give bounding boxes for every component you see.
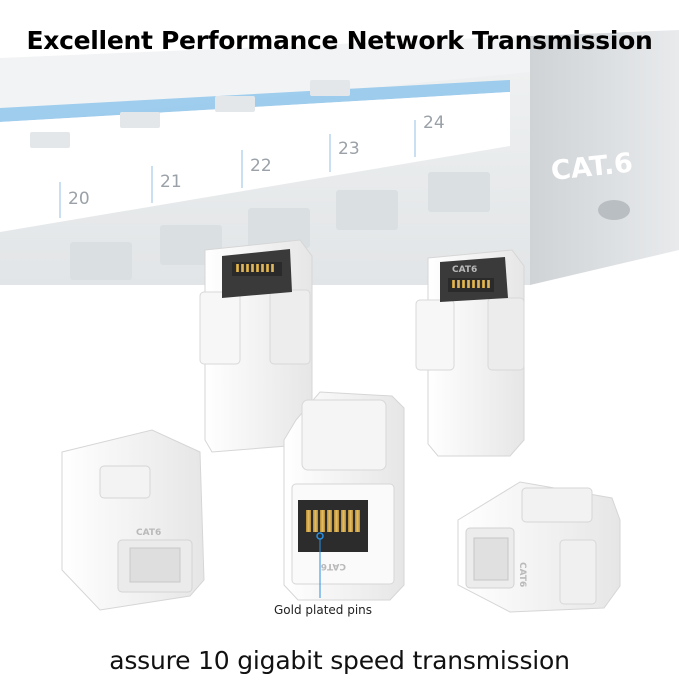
- coupler-4: CAT6: [283, 391, 405, 601]
- headline: Excellent Performance Network Transmissi…: [26, 26, 653, 55]
- gold-plated-pins: [306, 510, 360, 532]
- port-number-20: 20: [68, 189, 90, 209]
- coupler-5: CAT6: [457, 481, 621, 613]
- panel-top-ports: [30, 80, 350, 148]
- coupler-5-label: CAT6: [517, 562, 527, 587]
- port-number-23: 23: [338, 139, 360, 159]
- port-number-24: 24: [423, 113, 445, 133]
- tagline: assure 10 gigabit speed transmission: [109, 646, 570, 675]
- gold-pins-callout: Gold plated pins: [274, 603, 373, 617]
- mounting-hole: [598, 200, 630, 220]
- coupler-1: [199, 239, 313, 453]
- coupler-3-label: CAT6: [136, 528, 161, 538]
- coupler-2: CAT6: [415, 249, 525, 457]
- port-number-21: 21: [160, 172, 182, 192]
- coupler-2-label: CAT6: [452, 265, 477, 275]
- coupler-3: CAT6: [61, 429, 205, 611]
- port-number-22: 22: [250, 156, 272, 176]
- patch-panel: 20 21 22 23 24 CAT.6: [0, 30, 679, 285]
- coupler-4-label: CAT6: [321, 561, 346, 571]
- port-dividers: [59, 120, 416, 218]
- panel-right-ear: [530, 30, 679, 285]
